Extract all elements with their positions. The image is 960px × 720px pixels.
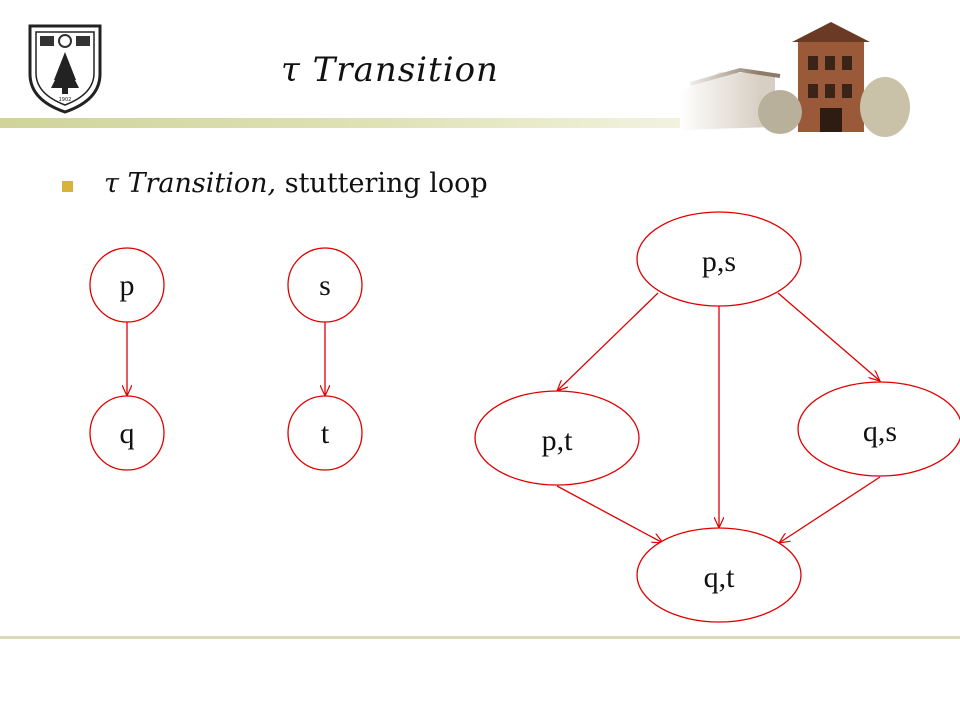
node-q: q xyxy=(90,396,164,470)
node-ps: p,s xyxy=(637,212,801,306)
edge-qs-to-qt xyxy=(779,477,880,543)
node-p: p xyxy=(90,248,164,322)
node-qt-label: q,t xyxy=(704,561,736,594)
node-s-label: s xyxy=(319,269,331,302)
node-t-label: t xyxy=(321,417,330,450)
node-s: s xyxy=(288,248,362,322)
node-ps-label: p,s xyxy=(702,245,736,278)
node-p-label: p xyxy=(120,269,135,302)
node-qs-label: q,s xyxy=(863,415,897,448)
edge-pt-to-qt xyxy=(557,486,663,543)
node-pt-label: p,t xyxy=(542,424,574,457)
node-t: t xyxy=(288,396,362,470)
node-q-label: q xyxy=(120,417,135,450)
node-qt: q,t xyxy=(637,528,801,622)
node-qs: q,s xyxy=(798,382,960,476)
footer-divider xyxy=(0,636,960,639)
edge-ps-to-qs xyxy=(778,293,880,381)
edge-ps-to-pt xyxy=(557,293,658,391)
node-pt: p,t xyxy=(475,391,639,485)
diagram-nodes: p q s t p,s p,t q,s q,t xyxy=(90,212,960,622)
